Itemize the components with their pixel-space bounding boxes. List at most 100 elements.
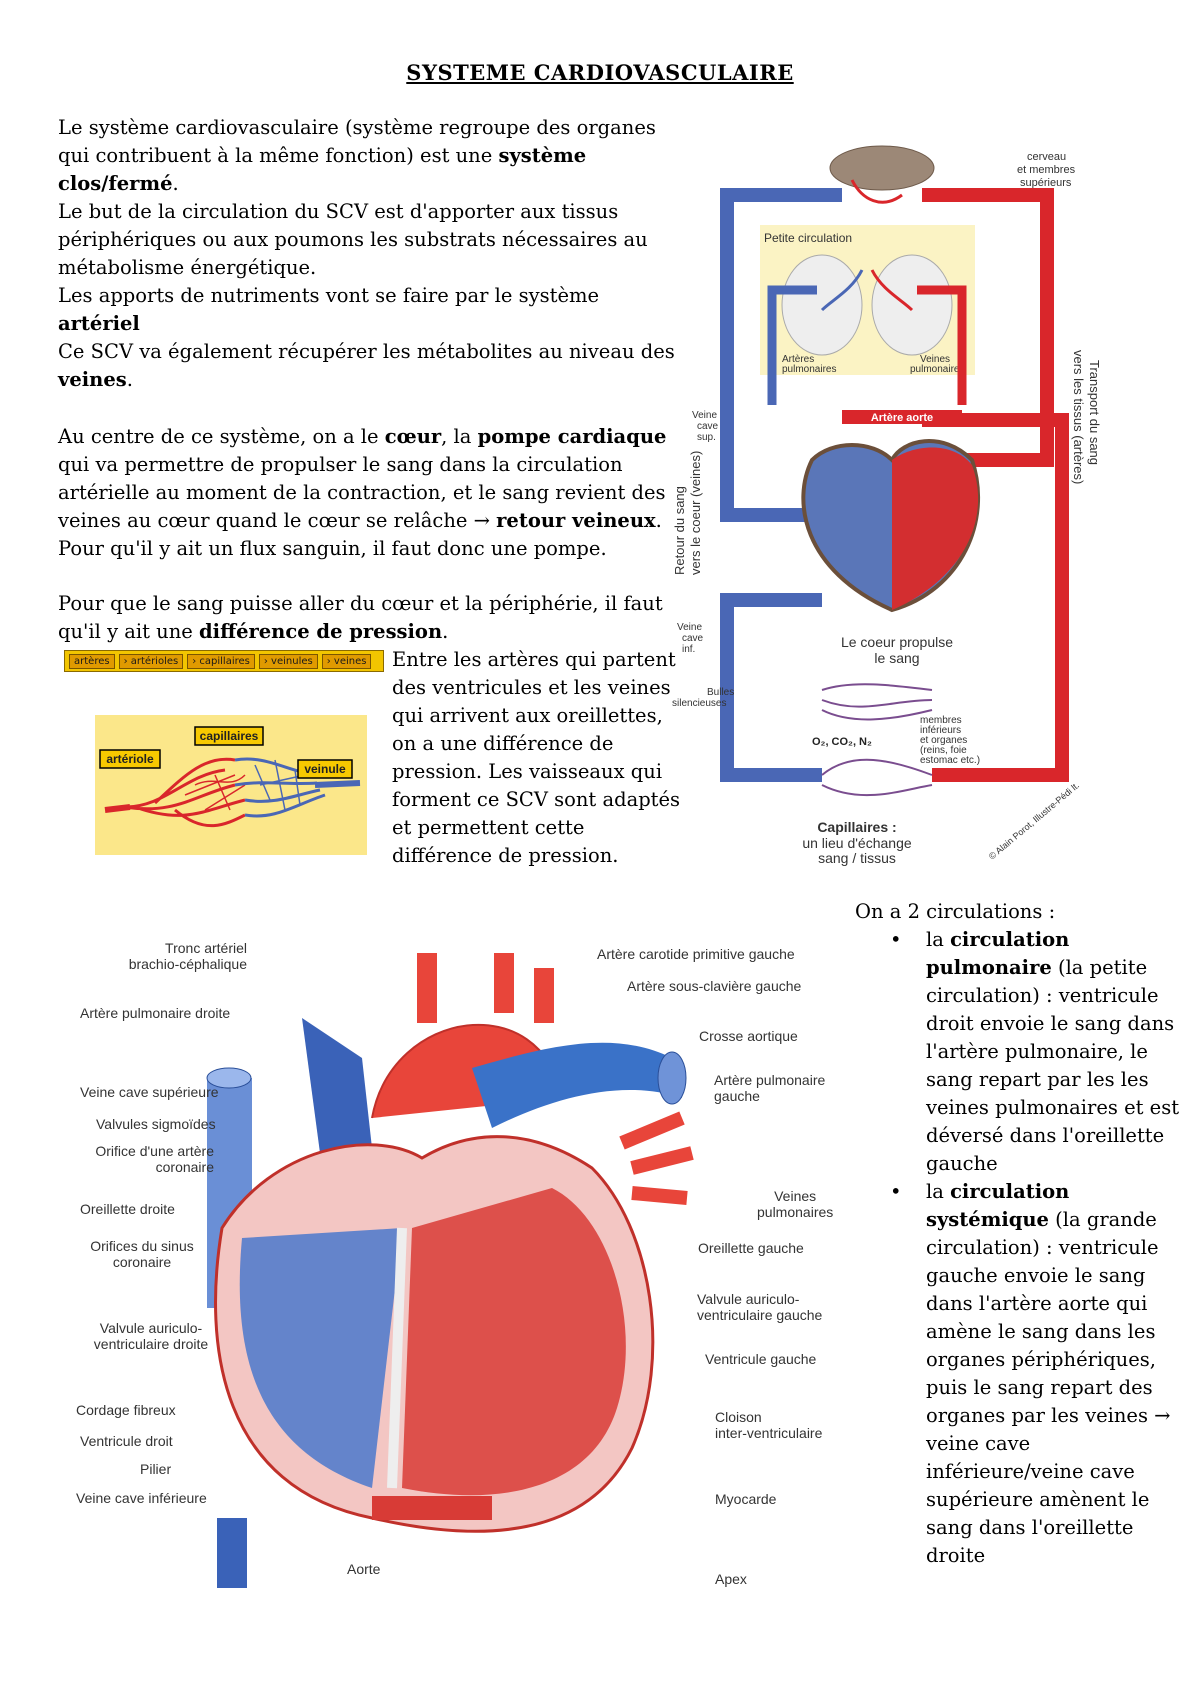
capillaires-fig2-label: un lieu d'échange bbox=[802, 835, 912, 851]
label-text: coronaire bbox=[155, 1159, 214, 1175]
veinule-label: veinule bbox=[304, 762, 346, 776]
bulles2-label: silencieuses bbox=[672, 698, 726, 709]
intro-p3-b: artériel bbox=[58, 312, 140, 335]
flow-label: › capillaires bbox=[187, 653, 255, 669]
bullet-icon: • bbox=[890, 928, 902, 951]
center-h: Pour qu'il y ait un flux sanguin, il fau… bbox=[58, 537, 607, 560]
label-text: Artère pulmonaire bbox=[714, 1072, 826, 1088]
label-text: Orifices du sinus bbox=[90, 1238, 194, 1254]
retour2-label: vers le coeur (veines) bbox=[688, 451, 703, 575]
mi2-label: inférieurs bbox=[920, 725, 961, 736]
intro-p3-a: Les apports de nutriments vont se faire … bbox=[58, 284, 600, 307]
upper-vein-loop bbox=[720, 188, 842, 522]
veines-pulm-label: Veines bbox=[920, 354, 950, 365]
pulm-a: la bbox=[926, 928, 951, 951]
arteriole-label: artériole bbox=[106, 752, 154, 766]
intro-p1-c: . bbox=[172, 172, 179, 195]
pressure-b: différence de pression bbox=[199, 620, 443, 643]
intro-p4-b: veines bbox=[58, 368, 127, 391]
label-text: ventriculaire gauche bbox=[697, 1307, 823, 1323]
capillary-figure: capillaires artériole veinule bbox=[95, 715, 367, 855]
mi3-label: et organes bbox=[920, 735, 967, 746]
label-text: Cloison bbox=[715, 1409, 762, 1425]
organ-capillaries bbox=[821, 683, 933, 721]
vci-label: Veine bbox=[677, 622, 702, 633]
list-item: • la circulation pulmonaire (la petite c… bbox=[890, 926, 1185, 1178]
pulm-c: (la petite circulation) : ventricule dro… bbox=[926, 956, 1180, 1175]
pulm-b: circulation pulmonaire bbox=[926, 928, 1070, 979]
vcs3-label: sup. bbox=[697, 432, 716, 443]
mi5-label: estomac etc.) bbox=[920, 755, 980, 766]
label-text: Orifice d'une artère bbox=[95, 1143, 214, 1159]
pulmonary-veins bbox=[619, 1111, 694, 1205]
aorte-label: Artère aorte bbox=[871, 412, 933, 424]
label-text: Valvule auriculo- bbox=[99, 1320, 203, 1336]
label-tronc: Tronc artériel brachio-céphalique bbox=[72, 940, 247, 972]
carotid-artery bbox=[494, 953, 514, 1013]
center-f: retour veineux bbox=[496, 509, 656, 532]
mi4-label: (reins, foie bbox=[920, 745, 967, 756]
capillaires-fig3-label: sang / tissus bbox=[818, 850, 896, 866]
lower-vein-loop bbox=[720, 593, 822, 782]
label-vav-droite: Valvule auriculo- ventriculaire droite bbox=[86, 1320, 216, 1352]
flow-label: › veines bbox=[321, 653, 372, 669]
label-text: ventriculaire droite bbox=[93, 1336, 209, 1352]
label-vcs: Veine cave supérieure bbox=[80, 1084, 219, 1100]
left-lung-icon bbox=[781, 254, 863, 356]
left-ventricle bbox=[402, 1188, 626, 1496]
petite-circulation-label: Petite circulation bbox=[764, 231, 852, 245]
label-apg: Artère pulmonaire gauche bbox=[714, 1072, 825, 1104]
subclavian-artery bbox=[534, 968, 554, 1023]
transport-label: Transport du sang bbox=[1087, 360, 1102, 465]
label-apd: Artère pulmonaire droite bbox=[80, 1005, 231, 1021]
label-valvules: Valvules sigmoïdes bbox=[96, 1116, 216, 1132]
arteres-pulm2-label: pulmonaires bbox=[782, 364, 836, 375]
sys-a: la bbox=[926, 1180, 951, 1203]
membres-sup2-label: supérieurs bbox=[1020, 177, 1072, 189]
label-text: pulmonaires bbox=[757, 1204, 834, 1220]
pressure-c: . bbox=[442, 620, 449, 643]
label-cordage: Cordage fibreux bbox=[76, 1402, 176, 1418]
vcs-label: Veine bbox=[692, 410, 717, 421]
label-sinus: Orifices du sinus coronaire bbox=[82, 1238, 202, 1270]
heart-anatomy-diagram bbox=[206, 953, 694, 1588]
label-text: Valvule auriculo- bbox=[697, 1291, 800, 1307]
transport2-label: vers les tissus (artères) bbox=[1071, 350, 1086, 484]
flow-label: › veinules bbox=[258, 653, 318, 669]
right-ventricle bbox=[239, 1228, 402, 1488]
heart-labels: Tronc artériel brachio-céphalique Artère… bbox=[72, 928, 852, 1618]
center-e: qui va permettre de propulser le sang da… bbox=[58, 453, 666, 532]
intro-p1-a: Le système cardiovasculaire (système reg… bbox=[58, 116, 656, 167]
capillaires-fig-label: Capillaires : bbox=[817, 819, 896, 835]
center-g: . bbox=[655, 509, 662, 532]
gases-label: O₂, CO₂, N₂ bbox=[812, 736, 872, 748]
pulmonary-opening bbox=[657, 1051, 687, 1105]
label-apex: Apex bbox=[715, 1571, 747, 1587]
propulse2-label: le sang bbox=[874, 650, 919, 666]
vcs2-label: cave bbox=[697, 421, 719, 432]
intro-p4-c: . bbox=[126, 368, 133, 391]
intro-p4-a: Ce SCV va également récupérer les métabo… bbox=[58, 340, 675, 363]
aorte-banner bbox=[842, 410, 962, 424]
sys-c: (la grande circulation) : ventricule gau… bbox=[926, 1208, 1171, 1567]
brachio-trunk bbox=[417, 953, 437, 1023]
center-d: pompe cardiaque bbox=[477, 425, 667, 448]
label-og: Oreillette gauche bbox=[698, 1240, 804, 1256]
vci3-label: inf. bbox=[682, 644, 695, 655]
pressure-side-text: Entre les artères qui partent des ventri… bbox=[392, 648, 681, 867]
credit-label: © Alain Porot, Illustre-Pédi lt. bbox=[987, 780, 1081, 861]
intro-p2: Le but de la circulation du SCV est d'ap… bbox=[58, 200, 648, 279]
circulations-intro: On a 2 circulations : bbox=[855, 900, 1056, 923]
circulations-list: • la circulation pulmonaire (la petite c… bbox=[890, 926, 1185, 1570]
lower-artery-loop bbox=[922, 413, 1069, 782]
center-text: Au centre de ce système, on a le cœur, l… bbox=[58, 423, 678, 563]
label-myocarde: Myocarde bbox=[715, 1491, 777, 1507]
vci2-label: cave bbox=[682, 633, 704, 644]
label-aorte: Aorte bbox=[347, 1561, 381, 1577]
label-orifice: Orifice d'une artère coronaire bbox=[84, 1143, 214, 1175]
septum bbox=[387, 1227, 407, 1489]
propulse-label: Le coeur propulse bbox=[841, 634, 953, 650]
list-item: • la circulation systémique (la grande c… bbox=[890, 1178, 1185, 1570]
cerveau-label: cerveau bbox=[1027, 151, 1066, 163]
flow-label: › artérioles bbox=[118, 653, 184, 669]
